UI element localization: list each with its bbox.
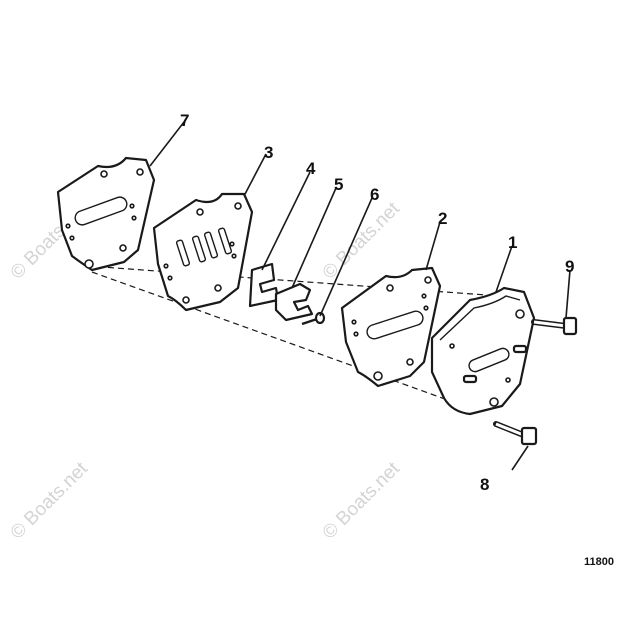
part-6-screw xyxy=(301,311,326,326)
callout-7: 7 xyxy=(180,111,189,130)
callout-5: 5 xyxy=(334,175,343,194)
callout-3: 3 xyxy=(264,143,273,162)
part-8-bolt xyxy=(493,421,538,446)
callout-1: 1 xyxy=(508,233,517,252)
part-5-reed xyxy=(274,282,314,322)
part-2-plate xyxy=(340,266,442,388)
part-3-gasket xyxy=(152,192,254,312)
watermark-bottom-left: © Boats.net xyxy=(7,458,93,544)
watermark-bottom-center: © Boats.net xyxy=(319,458,405,544)
part-9-bolt xyxy=(531,316,578,336)
part-4-reed-stop xyxy=(248,262,280,308)
callout-4: 4 xyxy=(306,159,316,178)
callout-2: 2 xyxy=(438,209,447,228)
part-7-plate xyxy=(56,156,156,272)
callout-6: 6 xyxy=(370,185,379,204)
watermark-center: © Boats.net xyxy=(319,198,405,284)
callouts: 7 3 4 5 6 2 1 9 8 xyxy=(180,111,574,494)
leader-lines xyxy=(149,121,571,471)
callout-9: 9 xyxy=(565,257,574,276)
drawing-number: 11800 xyxy=(584,556,614,568)
part-1-housing xyxy=(430,286,536,416)
callout-8: 8 xyxy=(480,475,489,494)
